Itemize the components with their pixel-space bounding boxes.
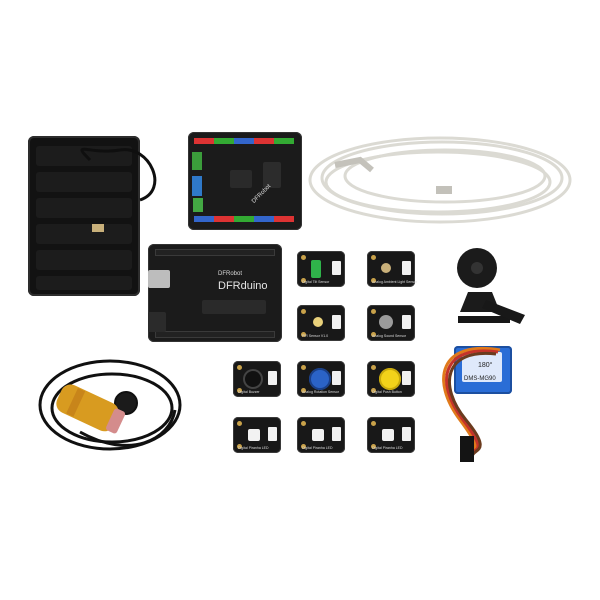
module-push-button: Digital Push Button bbox=[367, 361, 415, 397]
module-sound-sensor: Analog Sound Sensor bbox=[367, 305, 415, 341]
battery-holder bbox=[28, 136, 140, 296]
expansion-shield: DFRobot bbox=[188, 132, 302, 230]
servo-label: 180° bbox=[478, 362, 493, 369]
main-board: DFRobot DFRduino bbox=[148, 244, 282, 342]
module-piranha-led-2: Digital Piranha LED bbox=[297, 417, 345, 453]
module-piranha-led-1: Digital Piranha LED bbox=[233, 417, 281, 453]
module-piranha-led-3: Digital Piranha LED bbox=[367, 417, 415, 453]
main-board-name: DFRduino bbox=[218, 280, 268, 292]
main-board-brand: DFRobot bbox=[218, 271, 243, 277]
module-pir-sensor: PIR Sensor V1.0 bbox=[297, 305, 345, 341]
module-rotation-sensor: Analog Rotation Sensor bbox=[297, 361, 345, 397]
module-buzzer: Digital Buzzer bbox=[233, 361, 281, 397]
servo-model: DMS-MG90 bbox=[464, 376, 496, 382]
module-tilt-sensor: Digital Tilt Sensor bbox=[297, 251, 345, 287]
module-ambient-light: Analog Ambient Light Sensor bbox=[367, 251, 417, 287]
